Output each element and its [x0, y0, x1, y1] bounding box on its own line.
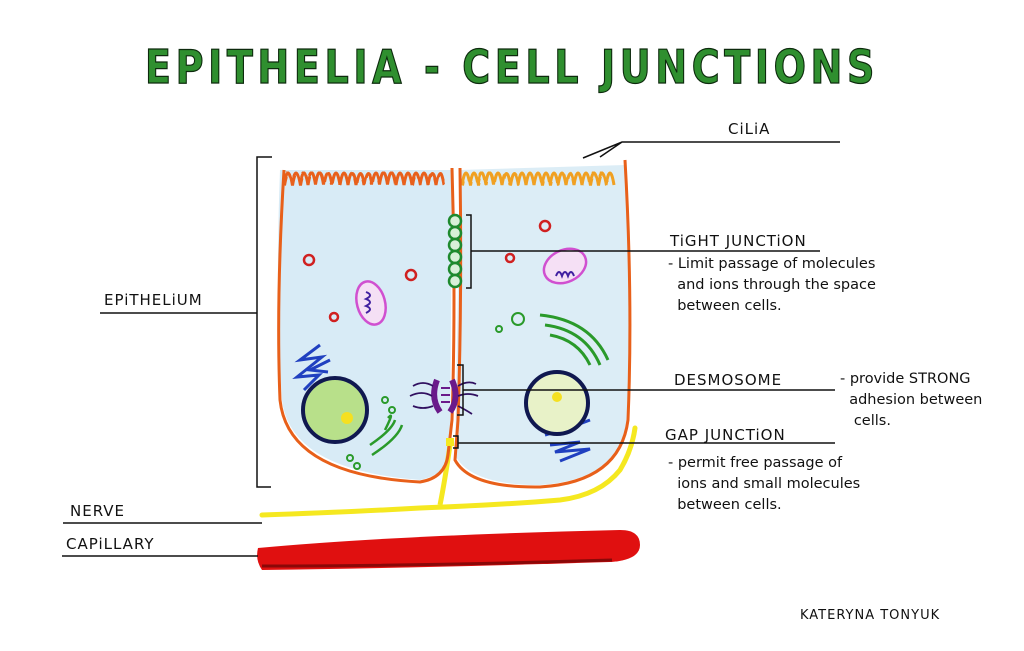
desc-desmosome: - provide STRONG adhesion between cells.	[840, 371, 983, 429]
cilia-right	[460, 171, 616, 186]
label-tight-junction: TiGHT JUNCTiON	[670, 232, 807, 250]
nucleus-right	[524, 370, 590, 436]
capillary	[257, 530, 640, 570]
nerve	[259, 425, 638, 518]
right-cell-cytoplasm	[455, 165, 630, 485]
endoplasmic-reticulum-left	[292, 343, 331, 392]
cilia-leader	[582, 141, 840, 159]
nucleus-left	[301, 376, 369, 444]
mitochondrion-left	[355, 280, 387, 326]
epithelium-bracket	[256, 156, 272, 488]
cilia-left	[282, 171, 446, 186]
vesicles	[302, 219, 552, 323]
gap-junction	[446, 438, 454, 446]
golgi-vesicles	[346, 312, 525, 470]
label-nerve: NERVE	[70, 502, 126, 520]
author-signature: KATERYNA TONYUK	[800, 608, 941, 623]
capillary-shadow	[261, 558, 613, 568]
desc-tight-junction: - Limit passage of molecules and ions th…	[668, 256, 876, 314]
golgi-left	[369, 414, 404, 457]
right-cell-membrane	[453, 159, 632, 489]
left-cell-cytoplasm	[277, 170, 452, 480]
tight-junction	[447, 213, 463, 289]
diagram-title: EPITHELIA - CELL JUNCTIONS	[144, 39, 880, 94]
label-cilia: CiLiA	[728, 120, 771, 138]
desc-gap-junction: - permit free passage of ions and small …	[668, 455, 861, 513]
left-cell-membrane	[277, 167, 456, 484]
label-capillary: CAPiLLARY	[66, 535, 155, 553]
label-gap-junction: GAP JUNCTiON	[665, 426, 786, 444]
desmosome	[409, 378, 479, 415]
golgi-right	[539, 313, 610, 366]
gap-junction-bracket	[453, 435, 459, 449]
label-desmosome: DESMOSOME	[674, 371, 783, 389]
label-epithelium: EPiTHELiUM	[104, 291, 203, 309]
